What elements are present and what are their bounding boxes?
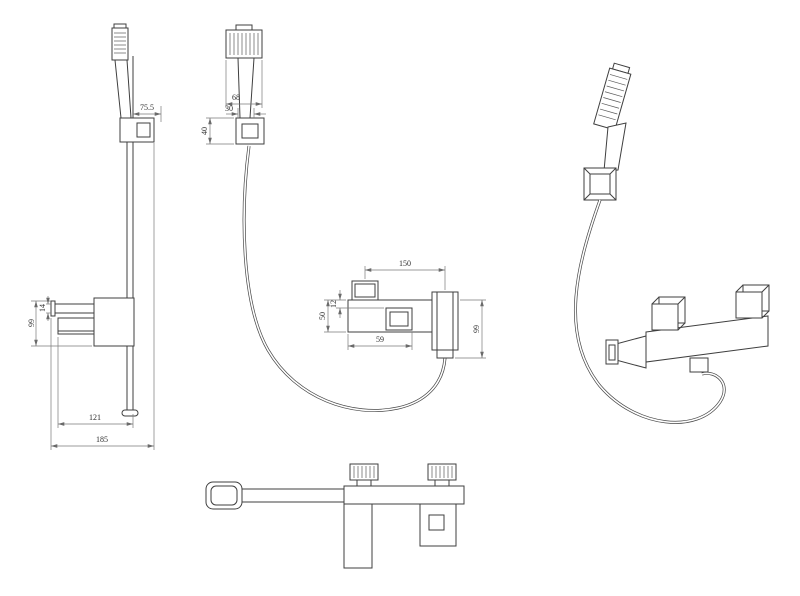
dim-lever-height-label: 14 bbox=[38, 304, 47, 312]
dim-bracket-height: 40 bbox=[200, 117, 234, 145]
handle-left-plan-icon bbox=[349, 463, 379, 487]
shower-hose-perspective-icon bbox=[574, 199, 726, 424]
dim-bracket-offset: 75.5 bbox=[133, 103, 162, 122]
wall-bracket-perspective-icon bbox=[583, 167, 617, 201]
rail-bracket-side-icon bbox=[119, 117, 155, 143]
dim-handset-width: 68 bbox=[225, 60, 263, 108]
front-view: 68 30 40 150 bbox=[200, 24, 486, 412]
dim-bracket-height-label: 40 bbox=[200, 127, 209, 135]
hand-shower-perspective-icon bbox=[593, 62, 632, 172]
dim-overall-reach: 185 bbox=[50, 143, 155, 450]
dim-spout-reach: 121 bbox=[57, 337, 134, 428]
mixer-body-plan-icon bbox=[205, 481, 465, 569]
front-dimensions: 68 30 40 150 bbox=[200, 60, 486, 359]
dim-lever-height: 14 bbox=[38, 296, 51, 321]
dim-spout-width-label: 59 bbox=[376, 335, 384, 344]
dim-handle-width: 30 bbox=[225, 104, 266, 118]
dim-body-height-front-label: 50 bbox=[318, 312, 327, 320]
side-dimensions: 75.5 99 14 121 bbox=[27, 103, 162, 450]
mixer-body-perspective-icon bbox=[605, 284, 770, 373]
dim-centers-distance-label: 150 bbox=[399, 259, 411, 268]
dim-spout-reach-label: 121 bbox=[89, 413, 101, 422]
mixer-body-side-icon bbox=[50, 297, 135, 347]
wall-bracket-front-icon bbox=[235, 117, 265, 145]
dim-handset-width-label: 68 bbox=[232, 93, 240, 102]
dim-spout-offset-label: 12 bbox=[329, 300, 338, 308]
dim-handle-width-label: 30 bbox=[225, 104, 233, 113]
dim-body-height-side-label: 99 bbox=[27, 319, 36, 327]
side-view: 75.5 99 14 121 bbox=[27, 23, 162, 450]
dim-overall-reach-label: 185 bbox=[96, 435, 108, 444]
perspective-view bbox=[574, 62, 770, 424]
plan-view bbox=[205, 463, 465, 569]
dim-bracket-offset-label: 75.5 bbox=[140, 103, 154, 112]
shower-hose-icon bbox=[242, 145, 447, 412]
handle-right-plan-icon bbox=[427, 463, 457, 487]
mixer-body-front-icon bbox=[347, 280, 459, 359]
dim-spout-offset: 12 bbox=[329, 290, 384, 318]
dim-overall-drop-label: 99 bbox=[472, 325, 481, 333]
dim-overall-drop: 99 bbox=[455, 299, 486, 359]
dim-centers-distance: 150 bbox=[364, 259, 446, 290]
dim-body-height-front: 50 bbox=[318, 299, 346, 333]
dim-spout-width: 59 bbox=[347, 332, 413, 350]
hand-shower-side-icon bbox=[111, 23, 132, 119]
